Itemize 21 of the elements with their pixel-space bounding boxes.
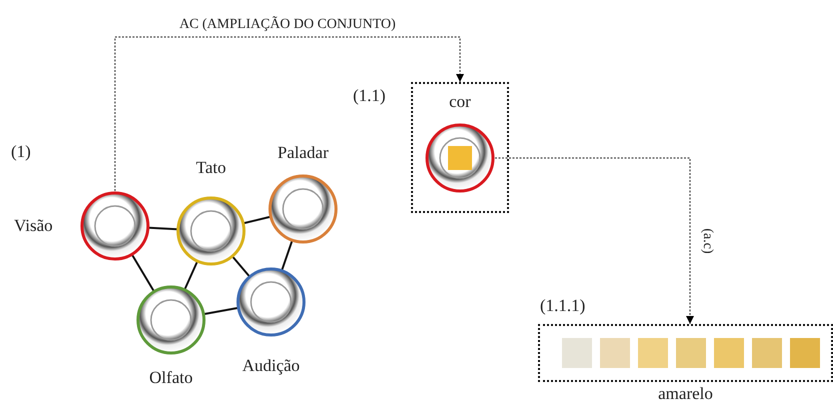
sense-label: Visão: [14, 216, 54, 236]
connector-line: [132, 254, 154, 292]
sense-label: Olfato: [149, 368, 193, 388]
edge-label: AC (AMPLIAÇÃO DO CONJUNTO): [179, 17, 396, 33]
dashed-arrow: [494, 158, 694, 324]
connector-line: [204, 307, 238, 315]
section-number: (1): [11, 142, 31, 162]
connector-line: [281, 240, 293, 270]
sense-label: Audição: [242, 356, 300, 376]
connector-line: [232, 256, 250, 277]
sense-label: Paladar: [278, 143, 328, 163]
node-label: cor: [449, 92, 471, 112]
section-number: (1.1.1): [540, 296, 586, 316]
connector-line: [184, 262, 198, 290]
edge-label: (a.c): [699, 228, 715, 254]
connector-line: [148, 226, 178, 230]
connector-line: [244, 216, 270, 224]
sense-label: Tato: [196, 158, 226, 178]
section-number: (1.1): [353, 86, 386, 106]
dashed-arrow: [114, 36, 464, 192]
node-label: amarelo: [657, 384, 714, 404]
